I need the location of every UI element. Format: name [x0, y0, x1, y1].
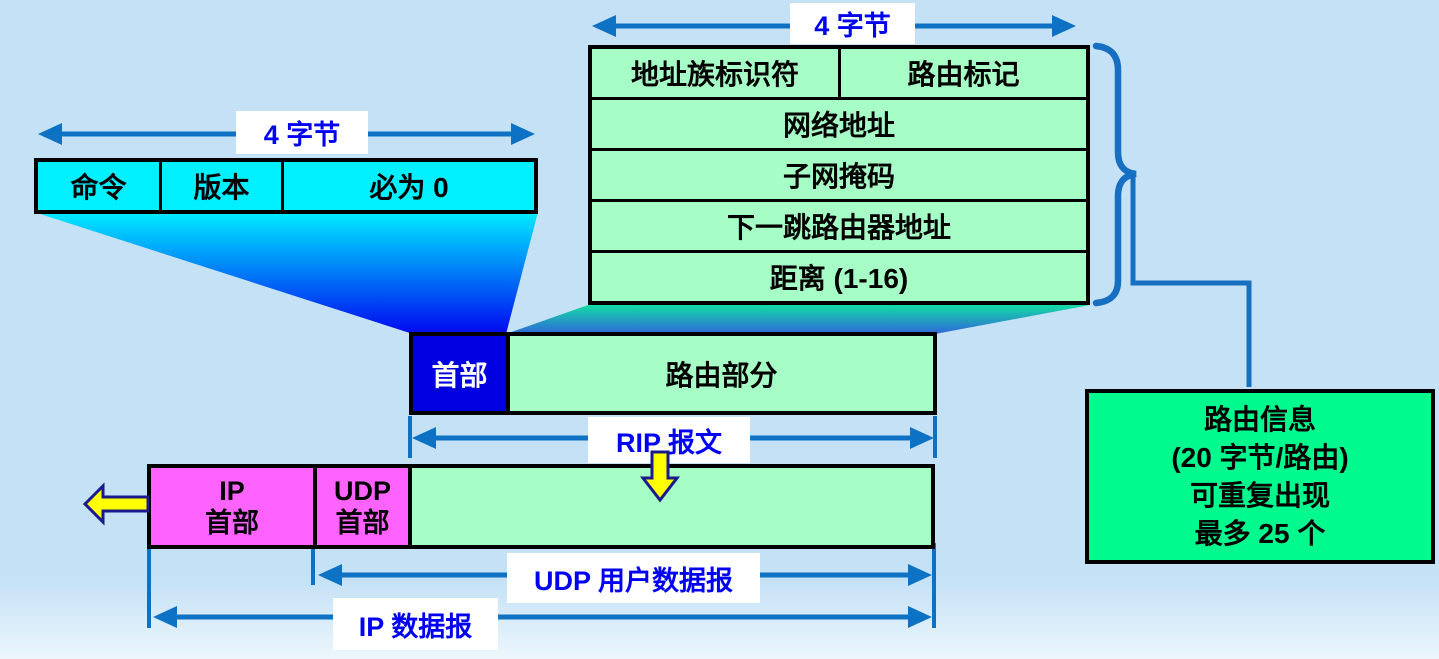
udp-header-box: UDP 首部 [313, 468, 408, 545]
network-address-field: 网络地址 [782, 110, 895, 141]
udp-header-line1: UDP [333, 475, 391, 506]
command-field: 命令 [70, 172, 127, 203]
ip-datagram-label: IP 数据报 [333, 598, 498, 650]
bottom-right-tick [932, 543, 936, 628]
note-line-4: 最多 25 个 [1194, 517, 1326, 549]
four-byte-label-left: 4 字节 [236, 111, 368, 154]
four-byte-label-right: 4 字节 [790, 3, 915, 44]
rip-right-tick [933, 416, 937, 458]
next-hop-router-field: 下一跳路由器地址 [726, 212, 951, 243]
route-entry-zoom-funnel [506, 305, 1090, 334]
rip-left-tick [408, 416, 412, 458]
udp-left-tick [311, 548, 315, 585]
note-line-1: 路由信息 [1203, 403, 1316, 435]
udp-datagram-label: UDP 用户数据报 [507, 553, 760, 603]
udp-header-line2: 首部 [335, 507, 390, 538]
ip-header-line2: 首部 [205, 507, 259, 538]
send-left-arrow-icon [82, 482, 150, 526]
rip-message-row: 首部 路由部分 [409, 332, 937, 415]
rip-header-table: 命令 版本 必为 0 [34, 158, 538, 214]
must-be-zero-field: 必为 0 [281, 162, 534, 210]
route-entry-brace [1092, 42, 1137, 307]
ip-header-box: IP 首部 [151, 468, 313, 545]
rip-header-box: 首部 [413, 336, 506, 411]
version-field: 版本 [159, 162, 281, 210]
header-zoom-funnel [34, 212, 538, 334]
address-family-field: 地址族标识符 [630, 59, 799, 90]
rip-message-label: RIP 报文 [588, 417, 750, 463]
ip-header-line1: IP [219, 475, 245, 506]
ip-datagram-arrow [159, 614, 926, 620]
udp-data-box [408, 468, 931, 545]
note-line-3: 可重复出现 [1189, 479, 1330, 511]
route-tag-field: 路由标记 [838, 49, 1086, 97]
subnet-mask-field: 子网掩码 [782, 161, 895, 192]
note-line-2: (20 字节/路由) [1171, 441, 1349, 473]
brace-to-note-connector [1130, 177, 1252, 387]
route-info-note: 路由信息 (20 字节/路由) 可重复出现 最多 25 个 [1085, 389, 1435, 564]
ip-left-tick [147, 548, 151, 628]
route-entry-table: 地址族标识符 路由标记 网络地址 子网掩码 下一跳路由器地址 距离 (1-16) [588, 45, 1090, 305]
routing-part-box: 路由部分 [506, 336, 933, 411]
distance-field: 距离 (1-16) [769, 263, 909, 294]
route-entry-row-1: 地址族标识符 路由标记 [592, 49, 1086, 97]
encapsulation-row: IP 首部 UDP 首部 [147, 464, 935, 549]
